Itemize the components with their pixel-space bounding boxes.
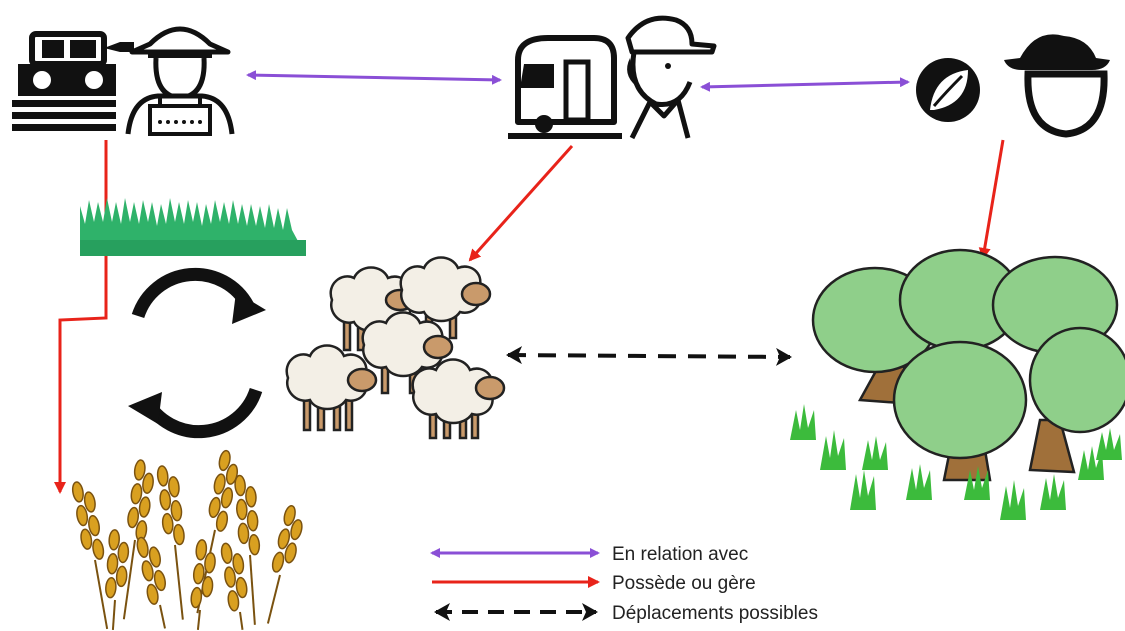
relation-arrows xyxy=(246,70,910,92)
legend: En relation avec Possède ou gère Déplace… xyxy=(430,544,818,624)
owns-arrow-shepherd-sheep xyxy=(468,144,574,262)
sheep-flock-icon xyxy=(285,256,506,440)
legend-item-relation: En relation avec xyxy=(430,544,748,565)
farmer-with-combine-icon xyxy=(12,26,235,136)
legend-item-owns: Possède ou gère xyxy=(432,573,756,594)
legend-item-movement: Déplacements possibles xyxy=(434,603,818,624)
wheat-field-icon xyxy=(71,449,303,630)
shepherd-with-caravan-icon xyxy=(508,15,717,140)
relation-arrow-farmer-shepherd xyxy=(246,70,502,85)
legend-owns-label: Possède ou gère xyxy=(612,573,756,594)
sheep xyxy=(285,344,378,432)
legend-movement-label: Déplacements possibles xyxy=(612,603,818,624)
forest-trees-icon xyxy=(790,248,1125,520)
owns-arrow-forest-owner-forest xyxy=(978,139,1005,260)
forest-owner-with-leaf-icon xyxy=(916,34,1110,138)
meadow-grass-icon xyxy=(80,198,306,256)
owns-arrow-farmer-wheat xyxy=(54,140,108,494)
legend-relation-label: En relation avec xyxy=(612,544,748,565)
rotation-cycle-icon xyxy=(128,267,266,439)
movement-arrow-sheep-forest xyxy=(506,346,792,366)
relation-arrow-shepherd-forest-owner xyxy=(700,77,910,92)
sheep xyxy=(411,358,506,440)
